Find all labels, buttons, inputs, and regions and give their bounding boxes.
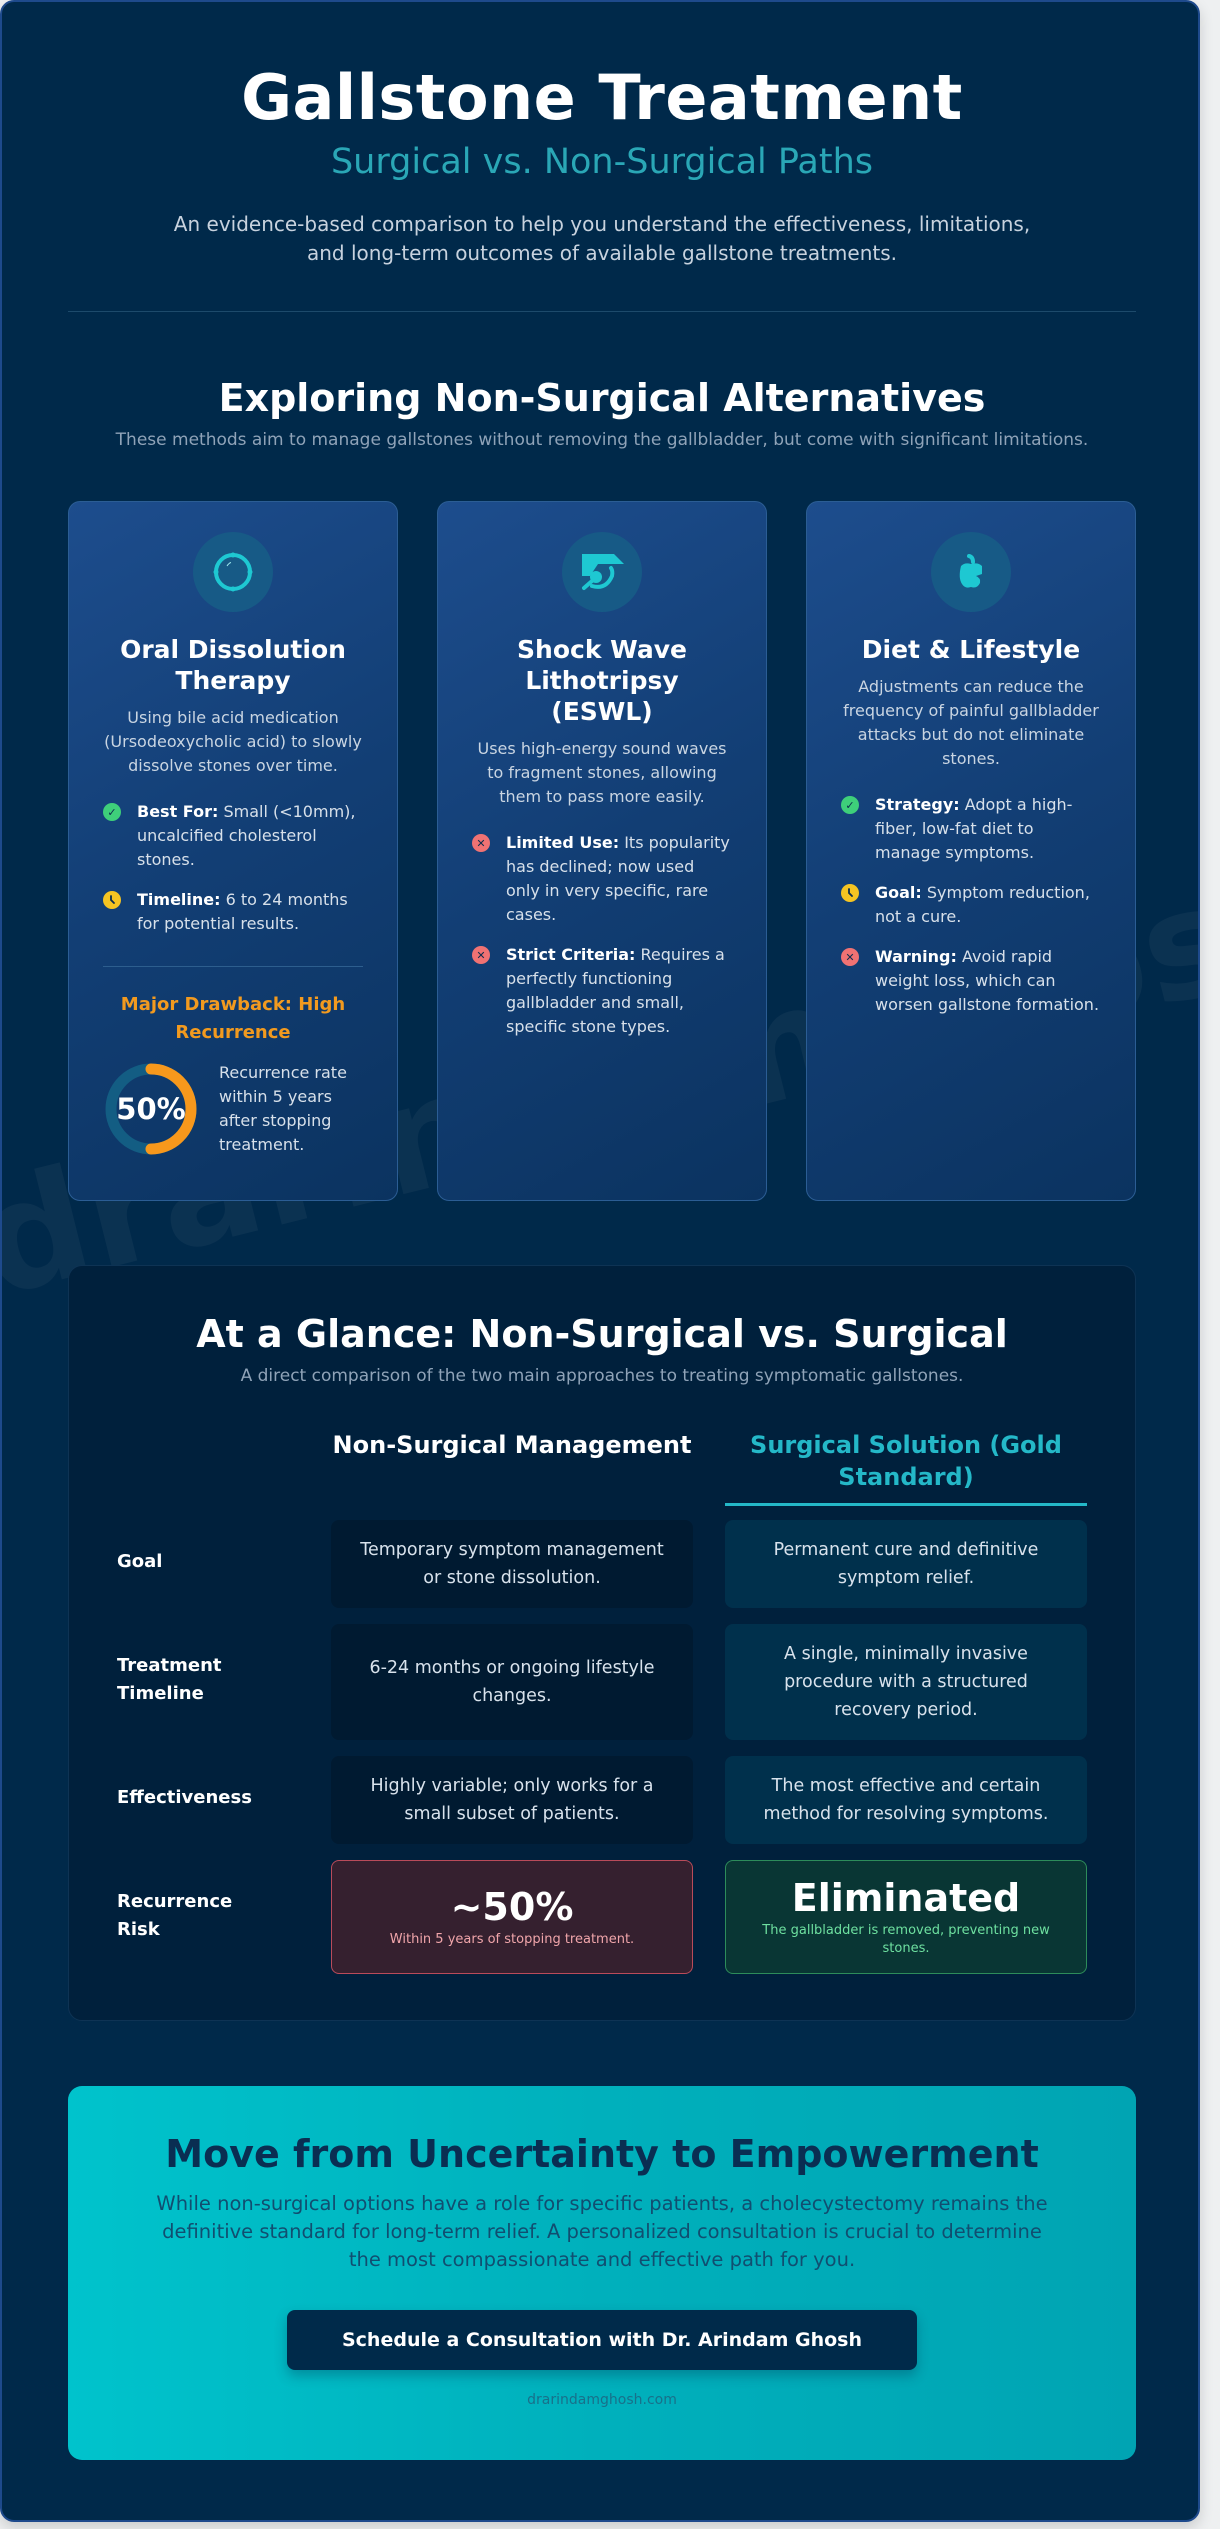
row-label-recurrence: Recurrence Risk [117, 1891, 233, 1940]
feature-item: Goal: Symptom reduction, not a cure. [841, 881, 1101, 929]
hero-intro: An evidence-based comparison to help you… [173, 212, 1031, 265]
feature-label: Warning: [875, 947, 957, 966]
hero-divider [68, 311, 1136, 312]
check-circle-icon: ✓ [841, 796, 859, 814]
feature-label: Timeline: [137, 890, 221, 909]
x-circle-icon: ✕ [841, 948, 859, 966]
cell-recurrence-non-surgical: ~50% Within 5 years of stopping treatmen… [331, 1860, 693, 1974]
feature-text: Small (<10mm), uncalcified cholesterol s… [137, 802, 356, 869]
drawback-title: Major Drawback: High Recurrence [120, 994, 346, 1043]
x-circle-icon: ✕ [472, 946, 490, 964]
recurrence-value: ~50% [450, 1885, 574, 1929]
recurrence-percent: 50% [116, 1092, 186, 1126]
feature-text: 6 to 24 months for potential results. [137, 890, 348, 933]
alternatives-subtitle: These methods aim to manage gallstones w… [115, 430, 1089, 450]
feature-text: Requires a perfectly functioning gallbla… [506, 945, 725, 1036]
feature-label: Limited Use: [506, 833, 620, 852]
feature-item: ✓ Strategy: Adopt a high-fiber, low-fat … [841, 793, 1101, 865]
card-title: Diet & Lifestyle [861, 635, 1081, 664]
cell-timeline-non-surgical: 6-24 months or ongoing lifestyle changes… [331, 1624, 693, 1740]
alternatives-header: Exploring Non-Surgical Alternatives Thes… [2, 374, 1198, 450]
check-circle-icon: ✓ [103, 803, 121, 821]
card-shock-wave-lithotripsy: Shock Wave Lithotripsy (ESWL) Uses high-… [437, 501, 767, 1201]
column-header-non-surgical: Non-Surgical Management [332, 1431, 692, 1459]
alternatives-title: Exploring Non-Surgical Alternatives [218, 376, 986, 420]
feature-text: Its popularity has declined; now used on… [506, 833, 730, 924]
recurrence-note: The gallbladder is removed, preventing n… [762, 1923, 1050, 1956]
cell-goal-non-surgical: Temporary symptom management or stone di… [331, 1520, 693, 1608]
x-circle-icon: ✕ [472, 834, 490, 852]
recurrence-ring-chart: 50% [103, 1061, 199, 1157]
cell-goal-surgical: Permanent cure and definitive symptom re… [725, 1520, 1087, 1608]
column-header-surgical: Surgical Solution (Gold Standard) [725, 1429, 1087, 1506]
cell-timeline-surgical: A single, minimally invasive procedure w… [725, 1624, 1087, 1740]
feature-item: ✕ Limited Use: Its popularity has declin… [472, 831, 732, 927]
hero-header: Gallstone Treatment Surgical vs. Non-Sur… [2, 61, 1198, 268]
alternatives-cards: Oral Dissolution Therapy Using bile acid… [68, 501, 1136, 1201]
recurrence-value: Eliminated [791, 1876, 1021, 1920]
feature-item: ✕ Warning: Avoid rapid weight loss, whic… [841, 945, 1101, 1017]
feature-text: Symptom reduction, not a cure. [875, 883, 1090, 926]
recurrence-stat: 50% Recurrence rate within 5 years after… [103, 1061, 363, 1157]
pill-circle-icon [193, 532, 273, 612]
cell-effectiveness-non-surgical: Highly variable; only works for a small … [331, 1756, 693, 1844]
feature-label: Best For: [137, 802, 219, 821]
feature-list: ✓ Strategy: Adopt a high-fiber, low-fat … [841, 793, 1101, 1017]
row-label-timeline: Treatment Timeline [117, 1655, 222, 1704]
comparison-subtitle: A direct comparison of the two main appr… [240, 1366, 964, 1386]
recurrence-text: Recurrence rate within 5 years after sto… [219, 1063, 347, 1154]
feature-item: ✓ Best For: Small (<10mm), uncalcified c… [103, 800, 363, 872]
sound-wave-icon [562, 532, 642, 612]
feature-text: Adopt a high-fiber, low-fat diet to mana… [875, 795, 1073, 862]
cell-recurrence-surgical: Eliminated The gallbladder is removed, p… [725, 1860, 1087, 1974]
feature-item: Timeline: 6 to 24 months for potential r… [103, 888, 363, 936]
feature-label: Strategy: [875, 795, 960, 814]
cell-effectiveness-surgical: The most effective and certain method fo… [725, 1756, 1087, 1844]
comparison-table: At a Glance: Non-Surgical vs. Surgical A… [68, 1265, 1136, 2021]
feature-label: Goal: [875, 883, 922, 902]
page-title: Gallstone Treatment [241, 61, 963, 134]
feature-list: ✓ Best For: Small (<10mm), uncalcified c… [103, 800, 363, 936]
card-description: Adjustments can reduce the frequency of … [843, 677, 1099, 768]
card-description: Uses high-energy sound waves to fragment… [477, 739, 727, 806]
comparison-title: At a Glance: Non-Surgical vs. Surgical [196, 1312, 1008, 1356]
row-label-goal: Goal [117, 1551, 163, 1572]
clock-icon [103, 891, 121, 909]
clock-icon [841, 884, 859, 902]
card-oral-dissolution: Oral Dissolution Therapy Using bile acid… [68, 501, 398, 1201]
cta-text: While non-surgical options have a role f… [156, 2192, 1048, 2271]
feature-text: Avoid rapid weight loss, which can worse… [875, 947, 1100, 1014]
recurrence-note: Within 5 years of stopping treatment. [389, 1932, 635, 1947]
cta-title: Move from Uncertainty to Empowerment [165, 2132, 1039, 2176]
card-title: Shock Wave Lithotripsy (ESWL) [517, 635, 687, 726]
schedule-consultation-button[interactable]: Schedule a Consultation with Dr. Arindam… [287, 2310, 917, 2370]
feature-item: ✕ Strict Criteria: Requires a perfectly … [472, 943, 732, 1039]
feature-label: Strict Criteria: [506, 945, 636, 964]
card-title: Oral Dissolution Therapy [120, 635, 346, 695]
website-link[interactable]: drarindamghosh.com [527, 2392, 677, 2408]
card-divider [103, 966, 363, 967]
apple-icon [931, 532, 1011, 612]
card-description: Using bile acid medication (Ursodeoxycho… [104, 708, 362, 775]
row-label-effectiveness: Effectiveness [117, 1787, 252, 1808]
cta-section: Move from Uncertainty to Empowerment Whi… [68, 2086, 1136, 2460]
page-subtitle: Surgical vs. Non-Surgical Paths [330, 142, 874, 182]
card-diet-lifestyle: Diet & Lifestyle Adjustments can reduce … [806, 501, 1136, 1201]
feature-list: ✕ Limited Use: Its popularity has declin… [472, 831, 732, 1039]
